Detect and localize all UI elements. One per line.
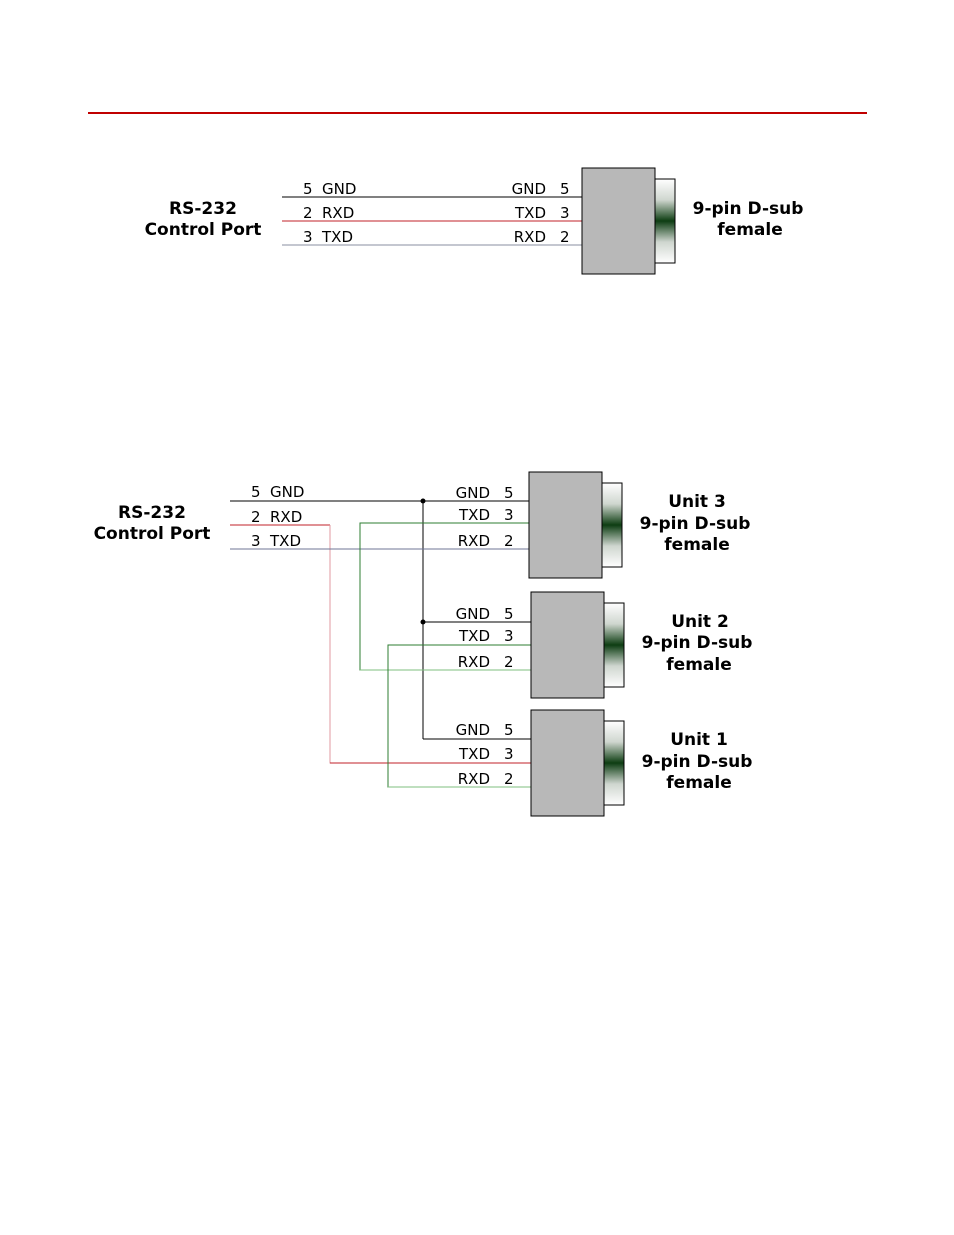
unit3-pin-num: 3 (504, 506, 514, 524)
d1-right-pin-num: 3 (560, 204, 570, 222)
connector-plug (602, 483, 622, 567)
unit2-pin-num: 5 (504, 605, 514, 623)
unit1-connector-sublabel: female (666, 773, 731, 793)
unit3-pin-name: RXD (458, 532, 490, 550)
d1-right-pin-name: GND (512, 180, 546, 198)
unit1-connector-label: 9-pin D-sub (642, 752, 753, 772)
d2-left-pin-num: 2 (251, 508, 261, 526)
unit3-connector-sublabel: female (664, 535, 729, 555)
unit2-pin-num: 2 (504, 653, 514, 671)
unit3-pin-num: 5 (504, 484, 514, 502)
d1-right-pin-name: TXD (514, 204, 546, 222)
unit2-connector-label: 9-pin D-sub (642, 633, 753, 653)
d1-connector-label: 9-pin D-sub (693, 199, 804, 219)
d1-connector (582, 168, 675, 274)
unit1-pin-name: TXD (458, 745, 490, 763)
d2-gnd-junction (421, 499, 426, 504)
d1-left-pin-name: RXD (322, 204, 354, 222)
d1-left-pin-num: 5 (303, 180, 313, 198)
d1-right-pin-num: 2 (560, 228, 570, 246)
unit2-pin-name: TXD (458, 627, 490, 645)
unit1-pin-num: 5 (504, 721, 514, 739)
d1-left-pin-num: 2 (303, 204, 313, 222)
unit1-pin-name: GND (456, 721, 490, 739)
d1-left-pin-name: TXD (321, 228, 353, 246)
d2-port-title: RS-232 (118, 503, 186, 523)
d2-left-pin-num: 3 (251, 532, 261, 550)
unit1-title: Unit 1 (670, 730, 728, 750)
d1-right-pin-name: RXD (514, 228, 546, 246)
d2-left-pin-name: TXD (269, 532, 301, 550)
d1-right-pin-num: 5 (560, 180, 570, 198)
d1-port-subtitle: Control Port (145, 220, 262, 240)
unit3-pin-name: TXD (458, 506, 490, 524)
d1-left-pin-name: GND (322, 180, 356, 198)
unit2-pin-name: RXD (458, 653, 490, 671)
unit3-title: Unit 3 (668, 492, 726, 512)
unit3-pin-num: 2 (504, 532, 514, 550)
d1-connector-sublabel: female (717, 220, 782, 240)
unit1-pin-num: 2 (504, 770, 514, 788)
connector-plug (604, 603, 624, 687)
unit2-title: Unit 2 (671, 612, 729, 632)
diagram-2: RS-232 Control Port 5 GND 2 RXD 3 TXD GN… (94, 472, 753, 816)
unit3-pin-name: GND (456, 484, 490, 502)
unit3-connector-label: 9-pin D-sub (640, 514, 751, 534)
connector-body (531, 592, 604, 698)
connector-plug (604, 721, 624, 805)
unit1-pin-name: RXD (458, 770, 490, 788)
diagram-1: RS-232 Control Port 5 GND 2 RXD 3 TXD GN… (145, 168, 804, 274)
d2-left-pin-name: RXD (270, 508, 302, 526)
unit2-pin-name: GND (456, 605, 490, 623)
d1-port-title: RS-232 (169, 199, 237, 219)
d2-gnd-junction (421, 620, 426, 625)
unit1-pin-num: 3 (504, 745, 514, 763)
unit2-connector-sublabel: female (666, 655, 731, 675)
connector-plug (655, 179, 675, 263)
connector-body (529, 472, 602, 578)
connector-body (582, 168, 655, 274)
d2-left-pin-name: GND (270, 483, 304, 501)
d2-port-subtitle: Control Port (94, 524, 211, 544)
unit2-pin-num: 3 (504, 627, 514, 645)
connector-body (531, 710, 604, 816)
d1-left-pin-num: 3 (303, 228, 313, 246)
d2-left-pin-num: 5 (251, 483, 261, 501)
unit-3: GND 5 TXD 3 RXD 2 Unit 3 9-pin D-sub fem… (456, 472, 751, 578)
